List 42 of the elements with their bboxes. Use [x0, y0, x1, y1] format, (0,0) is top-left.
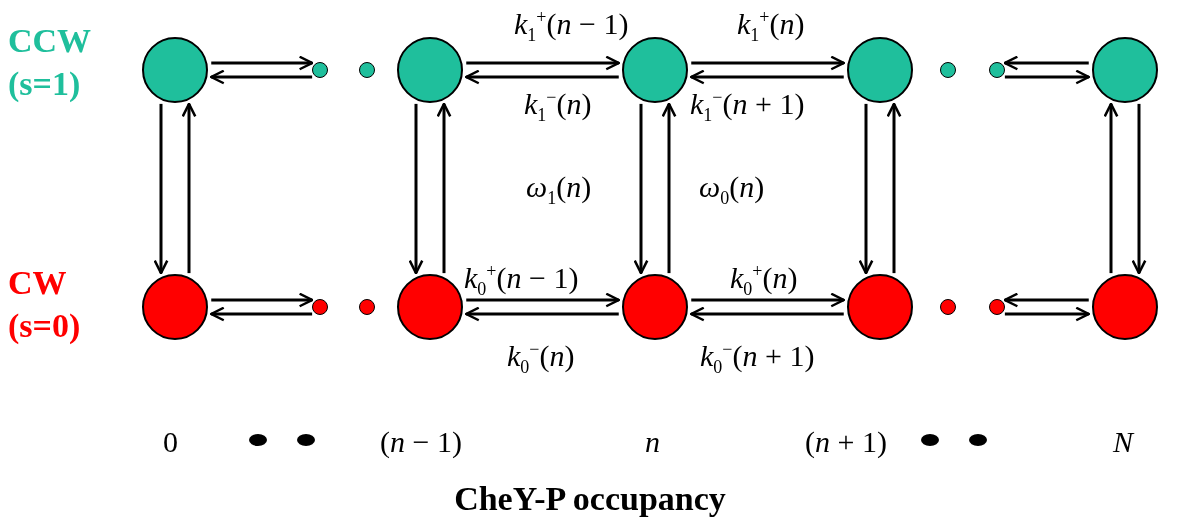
state-dot — [940, 299, 956, 315]
arrow — [633, 103, 649, 275]
arrow — [466, 55, 620, 71]
arrow — [408, 103, 424, 275]
arrow — [436, 102, 452, 274]
arrow — [153, 103, 169, 275]
state-dot — [312, 62, 328, 78]
row-label: CCW (s=1) — [8, 21, 92, 104]
arrow — [181, 102, 197, 274]
arrow — [858, 103, 874, 275]
state-number: n — [645, 427, 660, 457]
arrow — [465, 306, 619, 322]
state-dot — [359, 62, 375, 78]
axis-caption: CheY-P occupancy — [453, 482, 727, 516]
arrow — [1004, 306, 1090, 322]
state-dot — [989, 299, 1005, 315]
arrow — [1004, 69, 1090, 85]
state-dot — [989, 62, 1005, 78]
state-number: (n + 1) — [805, 427, 887, 457]
arrow — [661, 102, 677, 274]
arrow — [1003, 55, 1089, 71]
arrow — [690, 306, 844, 322]
arrow — [1131, 103, 1147, 275]
arrow — [691, 55, 845, 71]
arrow — [886, 102, 902, 274]
state-dot — [359, 299, 375, 315]
arrow — [1103, 102, 1119, 274]
row-label: CW (s=0) — [8, 263, 82, 346]
state-number: (n − 1) — [380, 427, 462, 457]
arrow — [210, 306, 313, 322]
state-number: 0 — [163, 427, 178, 457]
arrow — [690, 69, 844, 85]
arrow — [466, 292, 620, 308]
arrow — [691, 292, 845, 308]
arrow — [1003, 292, 1089, 308]
state-dot — [312, 299, 328, 315]
arrow — [465, 69, 619, 85]
arrow — [211, 55, 314, 71]
arrow — [210, 69, 313, 85]
arrow — [211, 292, 314, 308]
state-dot — [940, 62, 956, 78]
state-number: N — [1113, 427, 1133, 457]
